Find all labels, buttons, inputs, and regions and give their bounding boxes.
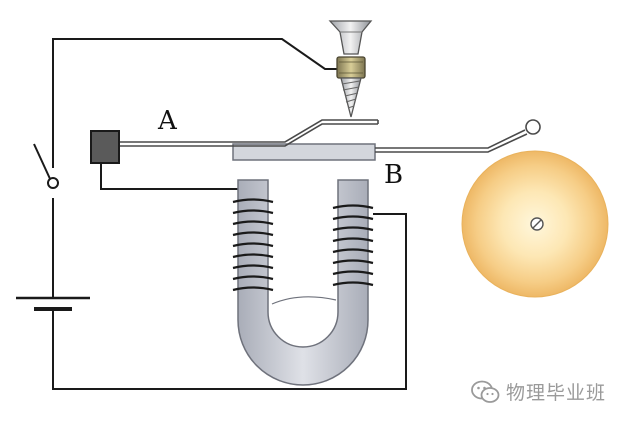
label-a: A: [158, 106, 177, 136]
wire-top: [52, 38, 338, 168]
wire-terminal-to-coil: [100, 163, 240, 190]
spring-strip: [118, 119, 528, 153]
electromagnet-core: [237, 179, 369, 386]
hammer-ball: [525, 119, 541, 135]
switch-pivot: [47, 177, 59, 189]
switch-lever: [33, 143, 52, 182]
wires: [52, 38, 407, 390]
label-b: B: [384, 160, 404, 190]
wechat-icon: [471, 380, 500, 403]
watermark-text: 物理毕业班: [506, 382, 607, 404]
core-inner-shadow: [271, 296, 337, 305]
bell-icon: [461, 150, 609, 298]
contact-screw-icon: [328, 20, 373, 118]
terminal-block: [90, 130, 120, 164]
battery-icon: [16, 286, 90, 314]
coil-left: [232, 198, 274, 292]
switch: [33, 143, 59, 189]
coil-right: [332, 204, 374, 287]
watermark: 物理毕业班: [470, 378, 606, 405]
wire-bottom: [52, 213, 407, 390]
